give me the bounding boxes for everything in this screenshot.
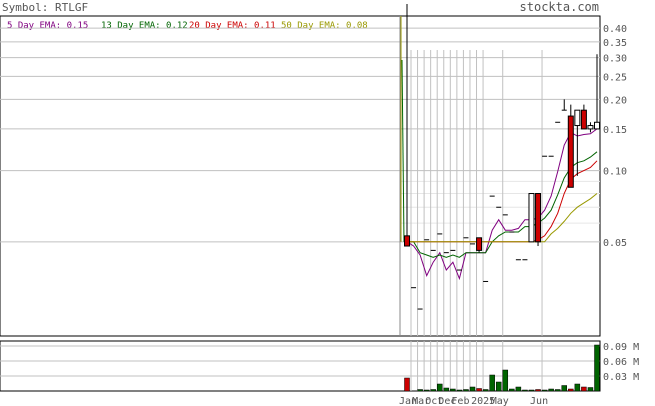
candle-body-down [580, 109, 587, 130]
site-brand[interactable]: stockta.com [520, 0, 599, 14]
volume-bar [456, 389, 463, 392]
volume-vertical-grid [410, 341, 543, 391]
volume-bar [535, 389, 541, 392]
x-tick-label: 2025 [471, 396, 495, 406]
candle [580, 104, 587, 130]
volume-bar [469, 386, 476, 392]
volume-tick-label: 0.06 M [603, 357, 639, 368]
volume-bar [502, 369, 509, 392]
symbol-label: Symbol: RTLGF [2, 1, 88, 14]
volume-bar [548, 388, 554, 392]
ema-13-line [407, 151, 598, 258]
price-grid [0, 27, 600, 243]
candle [594, 54, 600, 130]
volume-bar [594, 344, 600, 392]
candle-body-down [476, 237, 483, 251]
price-panel-frame [0, 15, 601, 337]
volume-bars [404, 344, 600, 392]
volume-bar [561, 385, 567, 392]
ema-5-line [406, 128, 598, 281]
price-tick-label: 0.30 [603, 54, 627, 65]
candle [567, 104, 574, 188]
volume-bar [430, 389, 436, 392]
legend-ema-50: 50 Day EMA: 0.08 [281, 21, 368, 31]
volume-bar [574, 383, 581, 392]
volume-panel-frame [0, 340, 601, 392]
price-tick-label: 0.15 [603, 125, 627, 136]
volume-bar [554, 389, 561, 392]
volume-panel: 0.03 M 0.06 M 0.09 M [0, 340, 639, 392]
price-axis-ticks: 0.05 0.10 0.15 0.20 0.25 0.30 0.35 0.40 [603, 24, 627, 249]
volume-bar [522, 389, 528, 392]
volume-bar [528, 389, 535, 392]
x-tick-label: May [491, 396, 509, 406]
price-tick-label: 0.10 [603, 167, 627, 178]
candle [561, 99, 567, 111]
x-tick-label: Jun [530, 396, 548, 406]
ema-13-spike [401, 59, 405, 242]
volume-bar [489, 374, 495, 392]
price-panel: 0.05 0.10 0.15 0.20 0.25 0.30 0.35 0.40 [0, 4, 627, 337]
volume-bar [450, 388, 456, 392]
candle-body-down [567, 115, 574, 188]
volume-bar [581, 386, 587, 392]
x-tick-label: Feb [451, 396, 469, 406]
candlesticks [404, 4, 600, 310]
candle-body-up [574, 109, 581, 127]
volume-bar [463, 389, 469, 392]
candle-body-down [404, 235, 410, 247]
x-tick-label: Oct [425, 396, 443, 406]
candle [574, 109, 581, 176]
volume-bar [482, 389, 489, 392]
ema-legend: 5 Day EMA: 0.15 13 Day EMA: 0.12 20 Day … [7, 21, 368, 31]
candle [476, 237, 483, 253]
ema-lines [400, 16, 598, 281]
price-tick-label: 0.05 [603, 238, 627, 249]
volume-bar [515, 386, 522, 392]
ema-50-line [407, 193, 598, 243]
candle [404, 4, 410, 247]
volume-axis-ticks: 0.03 M 0.06 M 0.09 M [603, 342, 639, 383]
legend-ema-13: 13 Day EMA: 0.12 [101, 21, 188, 31]
volume-bar [404, 377, 410, 392]
candle [535, 193, 542, 247]
x-tick-label: Mar [412, 396, 430, 406]
price-tick-label: 0.20 [603, 95, 627, 106]
legend-ema-20: 20 Day EMA: 0.11 [189, 21, 276, 31]
volume-bar [509, 388, 515, 392]
price-tick-label: 0.35 [603, 38, 627, 49]
volume-bar [587, 387, 594, 392]
x-tick-label: Dec [438, 396, 456, 406]
candle [528, 193, 535, 243]
volume-tick-label: 0.09 M [603, 342, 639, 353]
legend-ema-5: 5 Day EMA: 0.15 [7, 21, 88, 31]
volume-bar [417, 389, 423, 392]
volume-bar [476, 388, 482, 392]
volume-bar [495, 381, 502, 392]
candle-body-up [528, 193, 535, 243]
price-tick-label: 0.25 [603, 72, 627, 83]
volume-bar [541, 389, 548, 392]
volume-bar [443, 387, 450, 392]
x-tick-label: Jan [399, 396, 417, 406]
price-vertical-grid [399, 16, 543, 336]
volume-bar [423, 389, 430, 392]
candle-body-down [535, 193, 542, 243]
volume-grid [0, 345, 600, 377]
volume-bar [437, 383, 443, 392]
price-tick-label: 0.40 [603, 24, 627, 35]
candle-body-up [587, 125, 594, 130]
volume-bar [568, 388, 574, 392]
volume-tick-label: 0.03 M [603, 372, 639, 383]
candle-body-up [594, 121, 600, 130]
candle [587, 122, 594, 133]
